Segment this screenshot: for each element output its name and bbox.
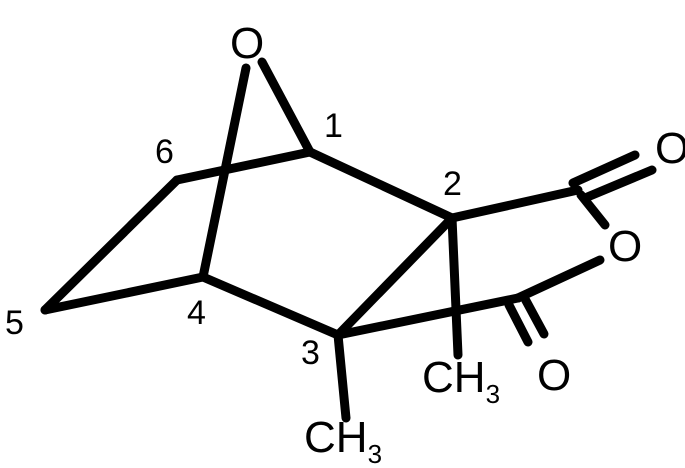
bond-c1-c6 [172, 147, 315, 185]
bonds [40, 57, 657, 423]
bond-carbonyl-bottom-double-a [504, 300, 533, 347]
bond-carbonyl-top-double-a [568, 150, 640, 188]
bond-carbonyl-bottom-double-b [519, 292, 549, 339]
locant-4: 4 [187, 294, 206, 332]
bond-carbonyl-bottom-ring-o [513, 255, 605, 303]
bond-c2-carbonyl-top [447, 185, 583, 223]
ring-oxygen-label: O [608, 222, 642, 271]
bond-c5-c4 [40, 272, 208, 315]
bond-c2-methyl [447, 213, 463, 360]
locant-labels: 1 2 3 4 5 6 [5, 107, 462, 372]
bond-c3-carbonyl-bottom [333, 293, 523, 340]
bridge-oxygen-label: O [230, 19, 264, 68]
bond-c3-methyl [333, 330, 351, 423]
bond-c1-c2 [305, 147, 457, 223]
atom-labels: O O O O CH3 CH3 [230, 19, 685, 468]
bond-c4-c3 [198, 272, 343, 340]
carbonyl-oxygen-top-label: O [655, 124, 685, 173]
methyl-c3-subscript: 3 [368, 439, 382, 468]
bond-c2-c3 [333, 213, 457, 340]
carbonyl-oxygen-bottom-label: O [537, 351, 571, 400]
bond-carbonyl-top-ring-o [576, 190, 610, 230]
methyl-c2-label: CH3 [422, 353, 500, 409]
locant-5: 5 [5, 304, 24, 342]
bond-c6-c5 [40, 175, 182, 315]
locant-1: 1 [324, 107, 343, 145]
bond-carbonyl-top-double-b [580, 165, 657, 203]
bond-c1-o-bridge [257, 57, 315, 157]
methyl-c3-base: CH [304, 413, 368, 462]
locant-3: 3 [301, 334, 320, 372]
bond-c4-o-bridge [198, 63, 251, 282]
methyl-c3-label: CH3 [304, 413, 382, 468]
locant-6: 6 [155, 133, 174, 171]
locant-2: 2 [443, 165, 462, 203]
methyl-c2-subscript: 3 [486, 379, 500, 409]
methyl-c2-base: CH [422, 353, 486, 402]
